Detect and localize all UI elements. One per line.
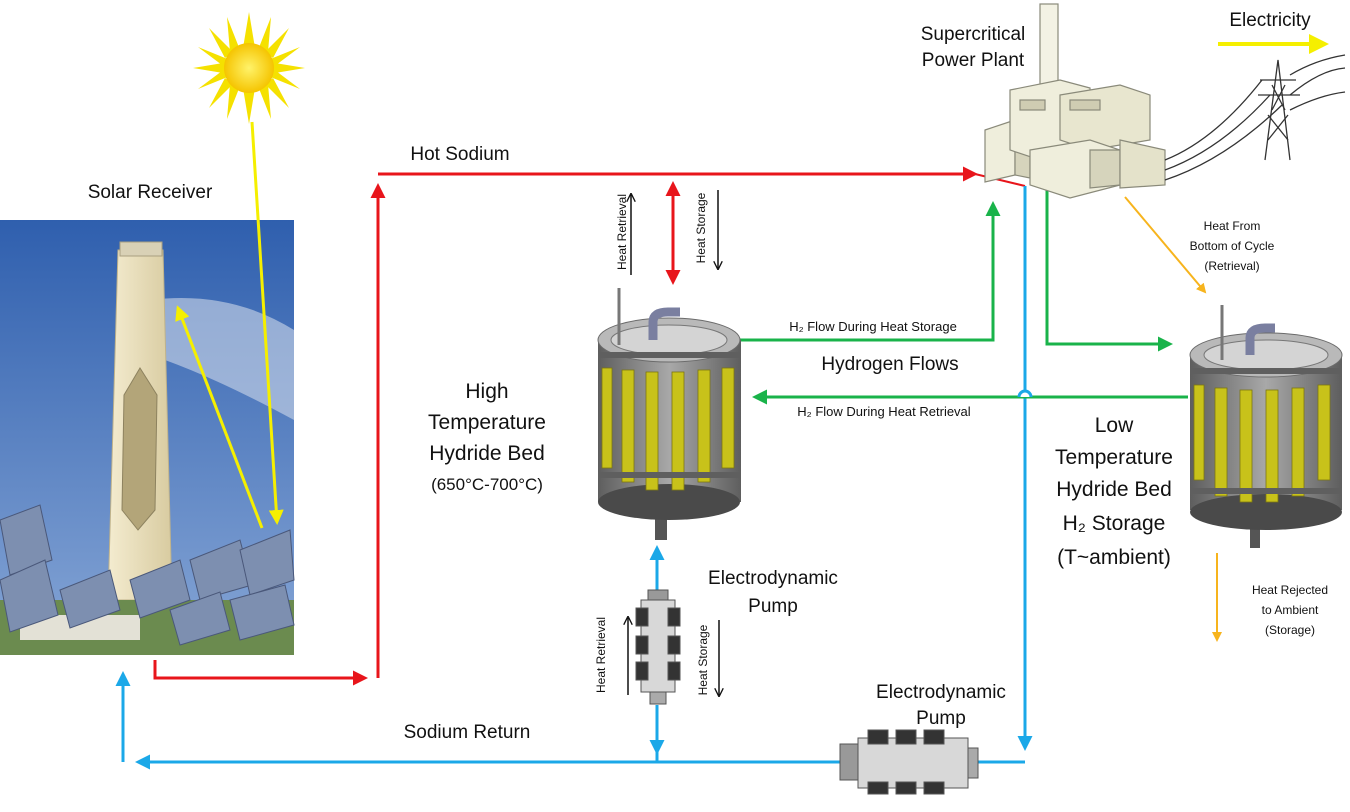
h2-flow-retrieval-label: H₂ Flow During Heat Retrieval [797,404,970,419]
pipe-crossover [1017,389,1033,398]
high-bed-label-line2: Temperature [428,411,546,434]
heat-storage-label-bottom: Heat Storage [696,624,710,695]
hydrogen-flows-label: Hydrogen Flows [821,354,958,375]
heat-retrieval-label-top: Heat Retrieval [615,194,629,270]
pump2-label-line1: Electrodynamic [876,682,1006,703]
solar-tower-image [0,220,295,655]
low-bed-label-line4: H₂ Storage [1063,512,1166,535]
sun-icon [193,12,305,124]
power-plant-icon [984,3,1166,199]
heat-retrieval-label-bottom: Heat Retrieval [594,617,608,693]
heat-rejected-label-line1: Heat Rejected [1252,583,1328,597]
pump1-label-line2: Pump [748,596,798,617]
sodium-return-label: Sodium Return [404,722,531,743]
high-bed-label-line4: (650°C-700°C) [431,475,543,494]
power-plant-label-line1: Supercritical [921,24,1026,45]
h2-flow-to-low-bed [1045,188,1173,352]
hot-sodium-connector [974,173,1026,187]
low-bed-label-line5: (T~ambient) [1057,546,1171,569]
heat-from-bottom-arrow [1124,196,1207,294]
h2-flow-storage-line [740,201,1001,342]
low-bed-label-line2: Temperature [1055,446,1173,469]
pump2-label-line2: Pump [916,708,966,729]
high-bed-label-line1: High [465,380,508,403]
h2-flow-storage-label: H₂ Flow During Heat Storage [789,319,957,334]
solar-ray-reflected [175,305,264,529]
power-pylon-icon [1164,54,1346,181]
heat-rejected-label-line2: to Ambient [1262,603,1319,617]
heat-storage-label-top: Heat Storage [694,192,708,263]
solar-ray-incoming [250,121,284,525]
heat-from-bottom-label-line3: (Retrieval) [1204,259,1259,273]
pump-icon-horizontal [839,729,979,795]
pump-icon-vertical [635,589,681,705]
low-bed-label-line3: Hydride Bed [1056,478,1172,501]
power-plant-label-line2: Power Plant [922,50,1025,71]
hydride-bed-icon-high [597,288,741,540]
heat-rejected-label-line3: (Storage) [1265,623,1315,637]
hydride-bed-icon-low [1189,305,1343,548]
high-bed-label-line3: Hydride Bed [429,442,545,465]
hot-sodium-label: Hot Sodium [410,144,509,165]
electricity-label: Electricity [1229,10,1311,31]
pump1-label-line1: Electrodynamic [708,568,838,589]
hot-sodium-pipe-lower [153,660,368,686]
solar-receiver-label: Solar Receiver [88,182,213,203]
low-bed-label-line1: Low [1095,414,1134,437]
heat-from-bottom-label-line1: Heat From [1204,219,1261,233]
heat-from-bottom-label-line2: Bottom of Cycle [1190,239,1275,253]
